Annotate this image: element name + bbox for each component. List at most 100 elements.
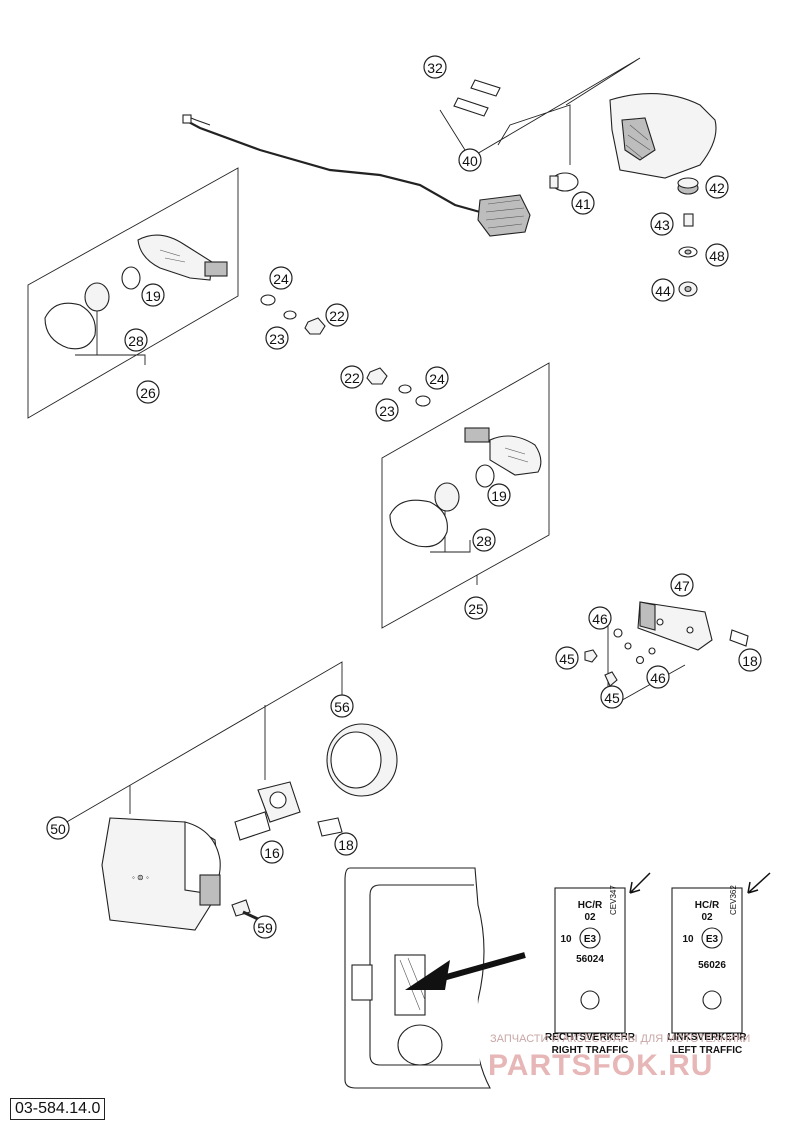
callout-18: 18 bbox=[738, 648, 762, 672]
callout-circle bbox=[650, 212, 674, 236]
callout-24: 24 bbox=[425, 366, 449, 390]
callout-number: 56 bbox=[334, 699, 350, 715]
callout-circle bbox=[265, 326, 289, 350]
callout-number: 45 bbox=[604, 690, 620, 706]
callout-number: 46 bbox=[592, 611, 608, 627]
callout-circle bbox=[334, 832, 358, 856]
callout-circle bbox=[269, 266, 293, 290]
callout-number: 28 bbox=[128, 333, 144, 349]
callout-25: 25 bbox=[464, 596, 488, 620]
license-plate-light bbox=[584, 601, 749, 709]
tail-light-assembly bbox=[182, 57, 717, 297]
callout-41: 41 bbox=[571, 191, 595, 215]
right-side: CEV347 bbox=[609, 885, 618, 915]
callout-circle bbox=[705, 175, 729, 199]
left-10: 10 bbox=[682, 934, 694, 945]
callout-number: 24 bbox=[429, 371, 445, 387]
callout-number: 18 bbox=[338, 837, 354, 853]
watermark: ЗАПЧАСТИ И АКСЕССУАРЫ ДЛЯ МОТОТЕХНИКИ PA… bbox=[488, 1033, 750, 1082]
right-traffic-label: HC/R 02 10 E3 56024 CEV347 RECHTSVERKEHR… bbox=[545, 872, 651, 1056]
callout-circle bbox=[487, 483, 511, 507]
callout-number: 19 bbox=[145, 288, 161, 304]
callout-circle bbox=[375, 398, 399, 422]
callout-43: 43 bbox=[650, 212, 674, 236]
callout-circle bbox=[571, 191, 595, 215]
diagram-code: 03-584.14.0 bbox=[10, 1098, 106, 1120]
left-02: 02 bbox=[701, 912, 713, 923]
callout-circle bbox=[646, 665, 670, 689]
right-hcr: HC/R bbox=[578, 900, 603, 911]
callout-number: 22 bbox=[329, 308, 345, 324]
right-10: 10 bbox=[560, 934, 572, 945]
callout-circle bbox=[555, 646, 579, 670]
callout-number: 23 bbox=[269, 331, 285, 347]
callout-circle bbox=[340, 365, 364, 389]
front-right-turn-signal bbox=[366, 362, 550, 629]
callout-circle bbox=[141, 283, 165, 307]
callout-circle bbox=[472, 528, 496, 552]
callout-number: 44 bbox=[655, 283, 671, 299]
callout-56: 56 bbox=[330, 694, 354, 718]
callout-number: 26 bbox=[140, 385, 156, 401]
callout-22: 22 bbox=[340, 365, 364, 389]
callout-circle bbox=[330, 694, 354, 718]
left-traffic-label: HC/R 02 10 E3 56026 CEV362 LINKSVERKEHR … bbox=[668, 872, 771, 1056]
callout-28: 28 bbox=[472, 528, 496, 552]
right-line1: RECHTSVERKEHR bbox=[545, 1032, 636, 1043]
front-left-turn-signal bbox=[27, 167, 326, 419]
callout-circle bbox=[124, 328, 148, 352]
callout-circle bbox=[425, 366, 449, 390]
callout-circle bbox=[423, 55, 447, 79]
callout-16: 16 bbox=[260, 840, 284, 864]
callout-45: 45 bbox=[555, 646, 579, 670]
callout-circle bbox=[651, 278, 675, 302]
callout-number: 46 bbox=[650, 670, 666, 686]
callout-number: 16 bbox=[264, 845, 280, 861]
watermark-line2: PARTSFOK.RU bbox=[488, 1049, 713, 1082]
mounting-detail-inset bbox=[344, 867, 526, 1089]
left-line2: LEFT TRAFFIC bbox=[672, 1045, 743, 1056]
callout-number: 47 bbox=[674, 578, 690, 594]
callout-48: 48 bbox=[705, 243, 729, 267]
callout-24: 24 bbox=[269, 266, 293, 290]
callout-44: 44 bbox=[651, 278, 675, 302]
right-line2: RIGHT TRAFFIC bbox=[552, 1045, 629, 1056]
headlight-assembly: ◦ ⊜ ◦ bbox=[64, 661, 398, 931]
left-line1: LINKSVERKEHR bbox=[668, 1032, 748, 1043]
callout-number: 19 bbox=[491, 488, 507, 504]
callout-circle bbox=[46, 816, 70, 840]
watermark-line1: ЗАПЧАСТИ И АКСЕССУАРЫ ДЛЯ МОТОТЕХНИКИ bbox=[490, 1033, 750, 1045]
right-02: 02 bbox=[584, 912, 596, 923]
left-hcr: HC/R bbox=[695, 900, 720, 911]
callout-59: 59 bbox=[253, 915, 277, 939]
callout-number: 48 bbox=[709, 248, 725, 264]
callout-47: 47 bbox=[670, 573, 694, 597]
callout-50: 50 bbox=[46, 816, 70, 840]
callout-number: 24 bbox=[273, 271, 289, 287]
callout-number: 28 bbox=[476, 533, 492, 549]
callout-number: 41 bbox=[575, 196, 591, 212]
callout-circle bbox=[325, 303, 349, 327]
callout-circle bbox=[588, 606, 612, 630]
callout-circle bbox=[600, 685, 624, 709]
callout-number: 43 bbox=[654, 217, 670, 233]
callout-22: 22 bbox=[325, 303, 349, 327]
callout-number: 32 bbox=[427, 60, 443, 76]
callout-circle bbox=[738, 648, 762, 672]
left-e3: E3 bbox=[706, 934, 719, 945]
callout-45: 45 bbox=[600, 685, 624, 709]
callout-number: 42 bbox=[709, 180, 725, 196]
callout-46: 46 bbox=[588, 606, 612, 630]
right-approval: 56024 bbox=[576, 954, 604, 965]
right-e3: E3 bbox=[584, 934, 597, 945]
callout-42: 42 bbox=[705, 175, 729, 199]
callout-46: 46 bbox=[646, 665, 670, 689]
callout-number: 40 bbox=[462, 153, 478, 169]
callout-number: 59 bbox=[257, 920, 273, 936]
callout-23: 23 bbox=[265, 326, 289, 350]
callout-28: 28 bbox=[124, 328, 148, 352]
callout-circle bbox=[136, 380, 160, 404]
callout-number: 18 bbox=[742, 653, 758, 669]
callout-19: 19 bbox=[487, 483, 511, 507]
